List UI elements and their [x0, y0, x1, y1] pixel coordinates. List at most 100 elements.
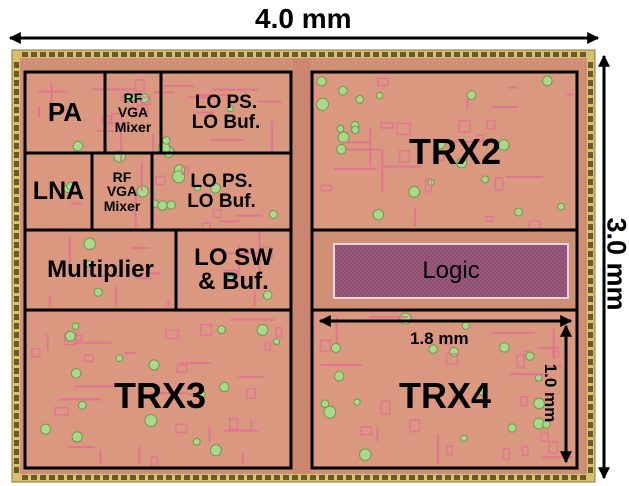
bond-pad [588, 152, 593, 158]
die-height-label: 3.0 mm [601, 217, 629, 311]
bond-pad [14, 296, 19, 302]
via-pad [477, 385, 489, 396]
bond-pad [14, 80, 19, 86]
bond-pad [14, 116, 19, 122]
bond-pad [319, 52, 325, 57]
device-outline [521, 445, 529, 456]
bond-pad [166, 52, 172, 57]
bond-pad [112, 475, 118, 480]
bond-pad [112, 52, 118, 57]
bond-pad [472, 52, 478, 57]
device-outline [264, 341, 272, 352]
bond-pad [418, 475, 424, 480]
via-pad [162, 136, 171, 145]
bond-pads [14, 52, 593, 480]
device-outline [155, 175, 166, 186]
via-pad [499, 342, 510, 353]
bond-pad [14, 422, 19, 428]
device-outline [540, 431, 549, 442]
bond-pad [202, 475, 208, 480]
bond-pad [14, 89, 19, 95]
bond-pad [454, 475, 460, 480]
bond-pad [562, 52, 568, 57]
bond-pad [562, 475, 568, 480]
bond-pad [14, 152, 19, 158]
bond-pad [588, 233, 593, 239]
bond-pad [588, 422, 593, 428]
via-pad [93, 287, 103, 297]
lo-sw-label: LO SW & Buf. [194, 243, 273, 295]
bond-pad [499, 475, 505, 480]
bond-pad [400, 52, 406, 57]
bond-pad [517, 475, 523, 480]
trx4-width-label: 1.8 mm [410, 329, 469, 348]
via-pad [408, 185, 421, 198]
bond-pad [14, 260, 19, 266]
bond-pad [14, 368, 19, 374]
device-outline [176, 364, 188, 374]
bond-pad [409, 475, 415, 480]
lo-ps-top-label: LO PS. LO Buf. [191, 92, 261, 133]
bond-pad [14, 98, 19, 104]
bond-pad [310, 475, 316, 480]
bond-pad [14, 305, 19, 311]
bond-pad [229, 52, 235, 57]
via-pad [71, 431, 83, 443]
bond-pad [14, 404, 19, 410]
bond-pad [588, 359, 593, 365]
device-outline [111, 112, 123, 126]
bond-pad [202, 52, 208, 57]
via-pad [507, 423, 517, 433]
bond-pad [588, 278, 593, 284]
bond-pad [301, 475, 307, 480]
via-pad [219, 381, 230, 393]
bond-pad [211, 475, 217, 480]
bond-pad [580, 475, 586, 480]
bond-pad [481, 475, 487, 480]
bond-pad [40, 52, 46, 57]
bond-pad [283, 475, 289, 480]
via-pad [192, 437, 201, 446]
bond-pad [588, 341, 593, 347]
bond-pad [328, 475, 334, 480]
bond-pad [58, 52, 64, 57]
via-pad [333, 371, 345, 382]
via-pad [338, 85, 348, 96]
via-pad [372, 208, 385, 221]
bond-pad [121, 475, 127, 480]
via-pad [541, 420, 551, 429]
bond-pad [580, 52, 586, 57]
bond-pad [265, 52, 271, 57]
bond-pad [535, 475, 541, 480]
bond-pad [184, 475, 190, 480]
bond-pad [256, 52, 262, 57]
bond-pad [139, 52, 145, 57]
bond-pad [481, 52, 487, 57]
bond-pad [220, 475, 226, 480]
bond-pad [436, 475, 442, 480]
bond-pad [139, 475, 145, 480]
bond-pad [130, 52, 136, 57]
bond-pad [588, 62, 593, 68]
device-outline [502, 447, 511, 461]
device-outline [379, 122, 395, 129]
via-pad [320, 399, 330, 408]
bond-pad [94, 475, 100, 480]
bond-pad [382, 52, 388, 57]
rf-vga-mixer-top-label: RF VGA Mixer [114, 90, 152, 135]
bond-pad [490, 52, 496, 57]
device-outline [165, 329, 180, 340]
bond-pad [148, 52, 154, 57]
device-outline [396, 122, 411, 136]
bond-pad [85, 475, 91, 480]
bond-pad [544, 475, 550, 480]
via-pad [227, 275, 235, 283]
via-pad [197, 390, 206, 399]
via-pad [256, 324, 269, 336]
bond-pad [588, 188, 593, 194]
bond-pad [588, 314, 593, 320]
bond-pad [14, 134, 19, 140]
bond-pad [588, 413, 593, 419]
bond-pad [588, 107, 593, 113]
